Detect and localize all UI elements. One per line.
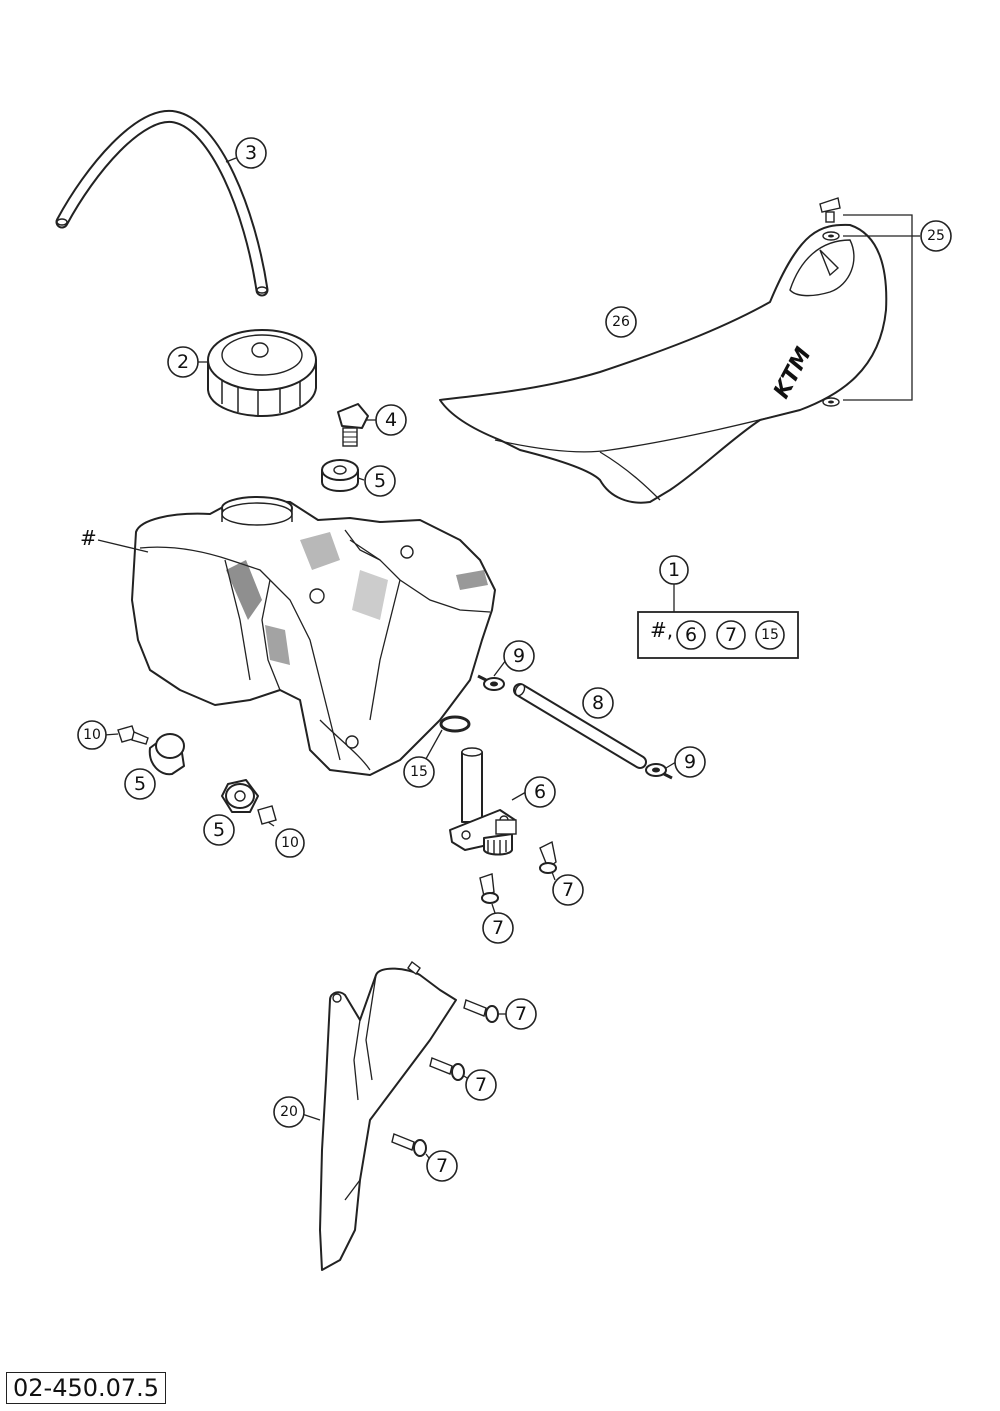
diagram-id-label: 02-450.07.5 (6, 1372, 167, 1404)
callout-7-cover-bottom-label: 7 (436, 1155, 448, 1177)
callout-8: 8 (582, 687, 614, 719)
callout-26-label: 26 (612, 314, 630, 330)
cover-screw-bottom-part (391, 1133, 427, 1157)
rubber-bushing-left-part (148, 733, 185, 776)
callout-6-label: 6 (534, 781, 546, 803)
callout-4: 4 (375, 404, 407, 436)
fuel-tank-marker: # (80, 526, 149, 553)
callout-7-cover-top-label: 7 (515, 1003, 527, 1025)
callout-9-upper: 9 (503, 640, 535, 672)
breather-hose-part (55, 110, 269, 297)
callout-10-lower-label: 10 (281, 835, 299, 851)
hose-clamp-lower-part (645, 763, 673, 780)
kit-prefix: #, (650, 618, 673, 642)
callout-6: 6 (524, 776, 556, 808)
callout-7-tap-left-label: 7 (492, 917, 504, 939)
callout-26: 26 (605, 306, 637, 338)
fuel-tap-part (449, 747, 517, 856)
callout-7-tap-right-label: 7 (562, 879, 574, 901)
callout-7-tap-left: 7 (482, 912, 514, 944)
callout-5-upper-label: 5 (374, 470, 386, 492)
callout-3: 3 (235, 137, 267, 169)
fuel-cap-part (207, 329, 317, 417)
callout-25: 25 (920, 220, 952, 252)
callout-10-upper: 10 (77, 720, 107, 750)
callout-4-label: 4 (385, 409, 397, 431)
kit-item-6: 6 (676, 620, 706, 650)
callout-5-left: 5 (124, 768, 156, 800)
rubber-bushing-lower-part (221, 779, 259, 813)
callout-1-label: 1 (668, 559, 680, 581)
callout-9-lower-label: 9 (684, 751, 696, 773)
callout-25-label: 25 (927, 228, 945, 244)
callout-3-label: 3 (245, 142, 257, 164)
kit-item-6-label: 6 (685, 624, 697, 646)
seat-part: KTM (439, 223, 888, 504)
cover-screw-middle-part (429, 1057, 465, 1081)
kit-item-7-label: 7 (725, 624, 737, 646)
callout-2-label: 2 (177, 351, 189, 373)
tap-screw-left-part (479, 873, 499, 904)
hose-clamp-upper-part (477, 674, 505, 691)
tap-screw-right-part (539, 840, 557, 874)
fuel-tank-part (131, 496, 496, 776)
callout-9-lower: 9 (674, 746, 706, 778)
callout-5-lower-label: 5 (213, 819, 225, 841)
tank-mount-bolt-upper-part (117, 725, 149, 745)
cover-screw-top-part (463, 999, 499, 1023)
side-cover-part (319, 960, 457, 1271)
callout-9-upper-label: 9 (513, 645, 525, 667)
callout-7-cover-middle: 7 (465, 1069, 497, 1101)
o-ring-part (439, 715, 471, 733)
seat-screw-set-part (819, 197, 920, 407)
callout-20-label: 20 (280, 1104, 298, 1120)
tank-mount-bolt-lower-part (257, 805, 277, 825)
callout-7-cover-bottom: 7 (426, 1150, 458, 1182)
callout-15: 15 (403, 756, 435, 788)
fuel-hose-part (513, 683, 647, 769)
callout-5-left-label: 5 (134, 773, 146, 795)
rubber-bushing-upper-part (321, 459, 359, 492)
kit-item-15-label: 15 (761, 627, 779, 643)
callout-7-tap-right: 7 (552, 874, 584, 906)
tank-marker-label: # (80, 526, 97, 550)
callout-7-cover-top: 7 (505, 998, 537, 1030)
callout-15-label: 15 (410, 764, 428, 780)
callout-10-lower: 10 (275, 828, 305, 858)
callout-20: 20 (273, 1096, 305, 1128)
callout-5-upper: 5 (364, 465, 396, 497)
callout-2: 2 (167, 346, 199, 378)
kit-item-7: 7 (716, 620, 746, 650)
callout-8-label: 8 (592, 692, 604, 714)
tank-bolt-part (337, 403, 369, 447)
callout-1: 1 (659, 555, 689, 585)
callout-5-lower: 5 (203, 814, 235, 846)
callout-7-cover-middle-label: 7 (475, 1074, 487, 1096)
kit-item-15: 15 (755, 620, 785, 650)
callout-10-upper-label: 10 (83, 727, 101, 743)
